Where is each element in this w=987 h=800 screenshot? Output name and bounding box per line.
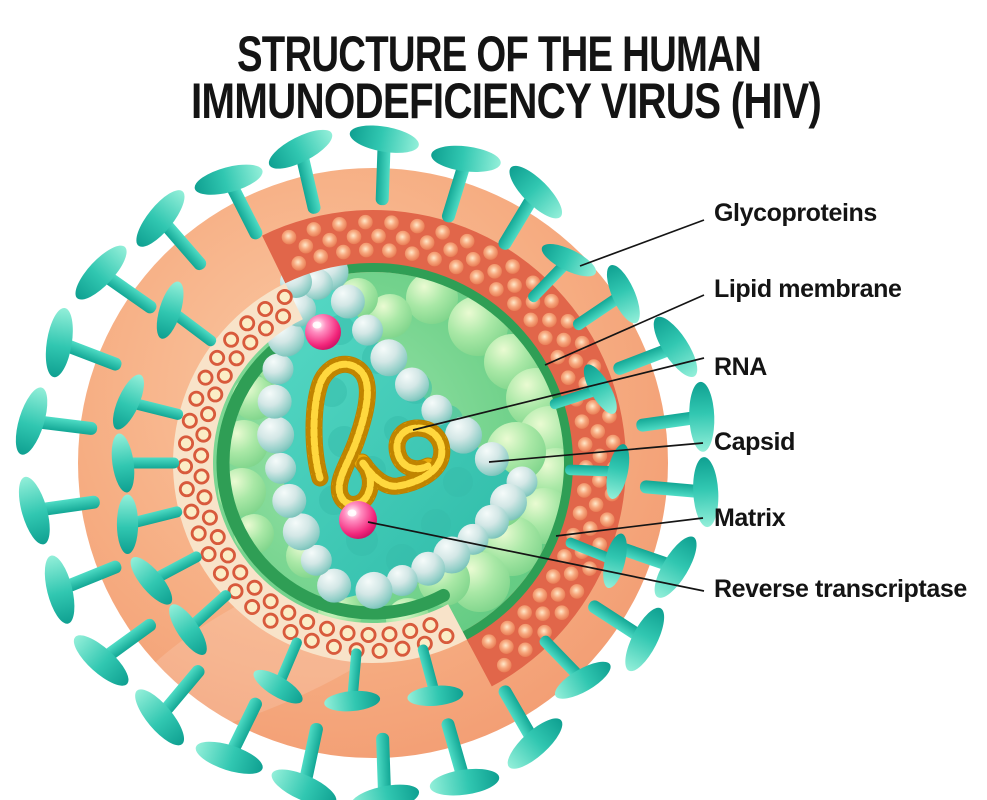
glycoprotein-spike	[407, 644, 464, 707]
reverse-transcriptase-sphere	[339, 501, 377, 539]
glycoprotein-spike	[15, 387, 98, 455]
glycoprotein-spike	[169, 590, 232, 655]
label-line-glycoproteins	[579, 219, 705, 267]
glycoprotein-spike	[539, 635, 611, 699]
glycoprotein-spike	[194, 164, 263, 240]
glycoprotein-spike	[136, 190, 207, 271]
title-line-1: STRUCTURE OF THE HUMAN	[237, 26, 761, 82]
glycoprotein-spike	[498, 685, 563, 769]
membrane-outer-band	[262, 210, 626, 687]
matrix-wedge-border	[216, 321, 450, 620]
glycoprotein-spike	[636, 381, 715, 452]
glycoprotein-spike	[45, 307, 122, 378]
label-rna: RNA	[714, 353, 767, 381]
membrane-cut-beads	[177, 289, 455, 659]
reverse-transcriptase-spheres	[305, 314, 377, 539]
reverse-transcriptase-sphere	[305, 314, 341, 350]
glycoprotein-spike	[135, 665, 205, 746]
lipid-membrane-band	[173, 210, 626, 687]
label-line-lipid-membrane	[544, 294, 705, 366]
glycoprotein-spike	[271, 722, 337, 800]
glycoprotein-spike	[565, 444, 630, 500]
glycoprotein-spike	[350, 732, 420, 800]
glycoprotein-spike	[195, 697, 263, 774]
membrane-beads	[281, 214, 622, 673]
label-lines	[367, 219, 705, 592]
glycoprotein-spike	[588, 600, 665, 672]
glycoprotein-spike	[130, 551, 202, 605]
label-line-rna	[412, 357, 705, 431]
label-line-reverse-transcriptase	[367, 521, 705, 592]
glycoprotein-spike	[268, 129, 333, 214]
glycoprotein-spike	[324, 648, 381, 712]
glycoprotein-spike	[44, 555, 122, 624]
glycoprotein-spike	[112, 374, 184, 430]
label-glycoproteins: Glycoproteins	[714, 199, 877, 227]
label-capsid: Capsid	[714, 428, 795, 456]
glycoprotein-spike	[75, 245, 157, 314]
glycoprotein-spike	[156, 281, 217, 347]
glycoprotein-spike	[349, 125, 419, 206]
title-line-2: IMMUNODEFICIENCY VIRUS (HIV)	[191, 73, 821, 129]
glycoprotein-spike	[429, 718, 500, 796]
glycoprotein-spike	[253, 637, 303, 704]
glycoprotein-spikes	[15, 125, 719, 800]
diagram-title: STRUCTURE OF THE HUMAN IMMUNODEFICIENCY …	[191, 26, 822, 129]
glycoprotein-spike	[431, 145, 501, 223]
glycoprotein-spike	[572, 264, 640, 331]
part-labels: Glycoproteins Lipid membrane RNA Capsid …	[714, 199, 968, 603]
glycoprotein-spike	[116, 494, 183, 554]
label-line-matrix	[555, 517, 704, 537]
glycoprotein-spike	[549, 364, 617, 414]
glycoprotein-spike	[498, 165, 563, 250]
glycoprotein-spike	[73, 618, 157, 686]
label-reverse-transcriptase: Reverse transcriptase	[714, 575, 967, 603]
glycoprotein-spike	[528, 243, 597, 303]
label-lipid-membrane: Lipid membrane	[714, 275, 902, 303]
glycoprotein-spike	[639, 457, 719, 528]
label-matrix: Matrix	[714, 504, 786, 532]
label-line-capsid	[488, 442, 704, 463]
glycoprotein-spike	[111, 433, 180, 493]
glycoprotein-spike	[18, 476, 100, 545]
